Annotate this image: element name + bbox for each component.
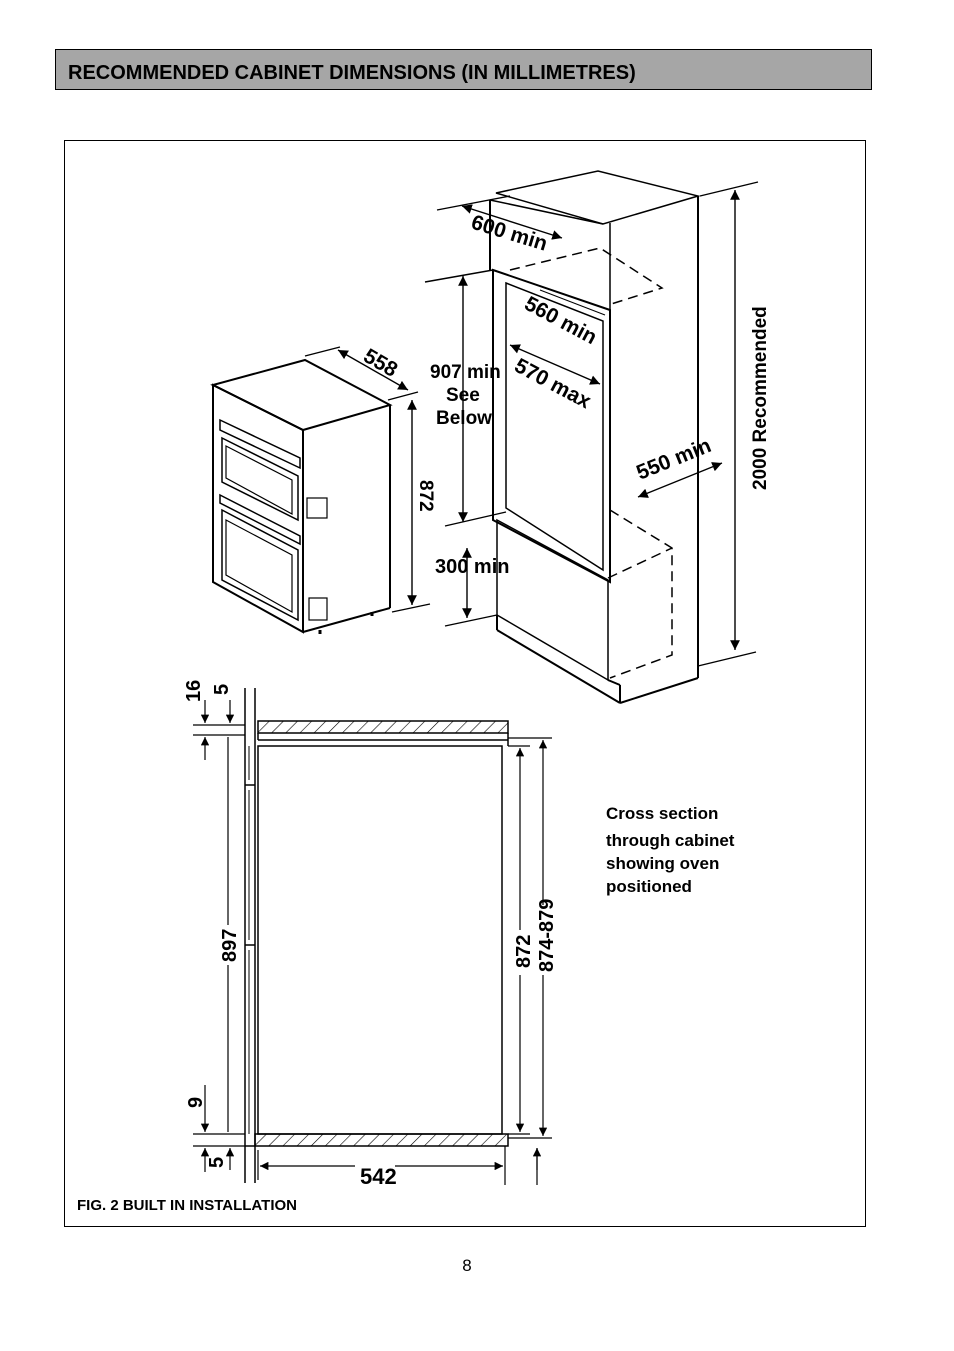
label-560-min: 560 min bbox=[521, 292, 601, 349]
cross-section-caption-line-1: Cross section bbox=[606, 804, 719, 823]
label-550-min: 550 min bbox=[633, 434, 714, 485]
figure-caption: FIG. 2 BUILT IN INSTALLATION bbox=[77, 1197, 297, 1214]
oven-dimension-lines bbox=[304, 346, 431, 613]
label-558: 558 bbox=[360, 344, 402, 382]
label-600-min: 600 min bbox=[469, 211, 551, 256]
cross-section-caption-line-2: through cabinet bbox=[606, 831, 735, 850]
label-907-min: 907 min bbox=[430, 362, 501, 383]
cross-section-caption-line-3: showing oven bbox=[606, 854, 720, 873]
label-2000-recommended: 2000 Recommended bbox=[750, 306, 771, 490]
label-see: See bbox=[446, 385, 480, 406]
label-16: 16 bbox=[183, 680, 205, 702]
label-below: Below bbox=[436, 408, 492, 429]
oven-illustration bbox=[210, 358, 393, 634]
section-header-bar: RECOMMENDED CABINET DIMENSIONS (IN MILLI… bbox=[55, 49, 872, 90]
label-874-879: 874-879 bbox=[536, 899, 558, 972]
label-897: 897 bbox=[219, 929, 241, 962]
label-542: 542 bbox=[360, 1164, 397, 1189]
tall-cabinet-illustration bbox=[489, 170, 701, 704]
label-9: 9 bbox=[185, 1097, 207, 1108]
cross-section-caption-line-4: positioned bbox=[606, 877, 692, 896]
upper-dimension-lines bbox=[424, 181, 759, 667]
cross-section-drawing bbox=[244, 688, 509, 1183]
label-872-section: 872 bbox=[513, 935, 535, 968]
label-872-oven: 872 bbox=[415, 480, 436, 512]
label-5-bottom: 5 bbox=[206, 1157, 228, 1168]
section-title: RECOMMENDED CABINET DIMENSIONS (IN MILLI… bbox=[68, 62, 636, 84]
label-300-min: 300 min bbox=[435, 556, 509, 578]
figure-frame bbox=[64, 140, 866, 1227]
page-number: 8 bbox=[462, 1256, 472, 1275]
cross-section-dimension-lines bbox=[193, 700, 552, 1185]
label-5-top: 5 bbox=[211, 684, 233, 695]
